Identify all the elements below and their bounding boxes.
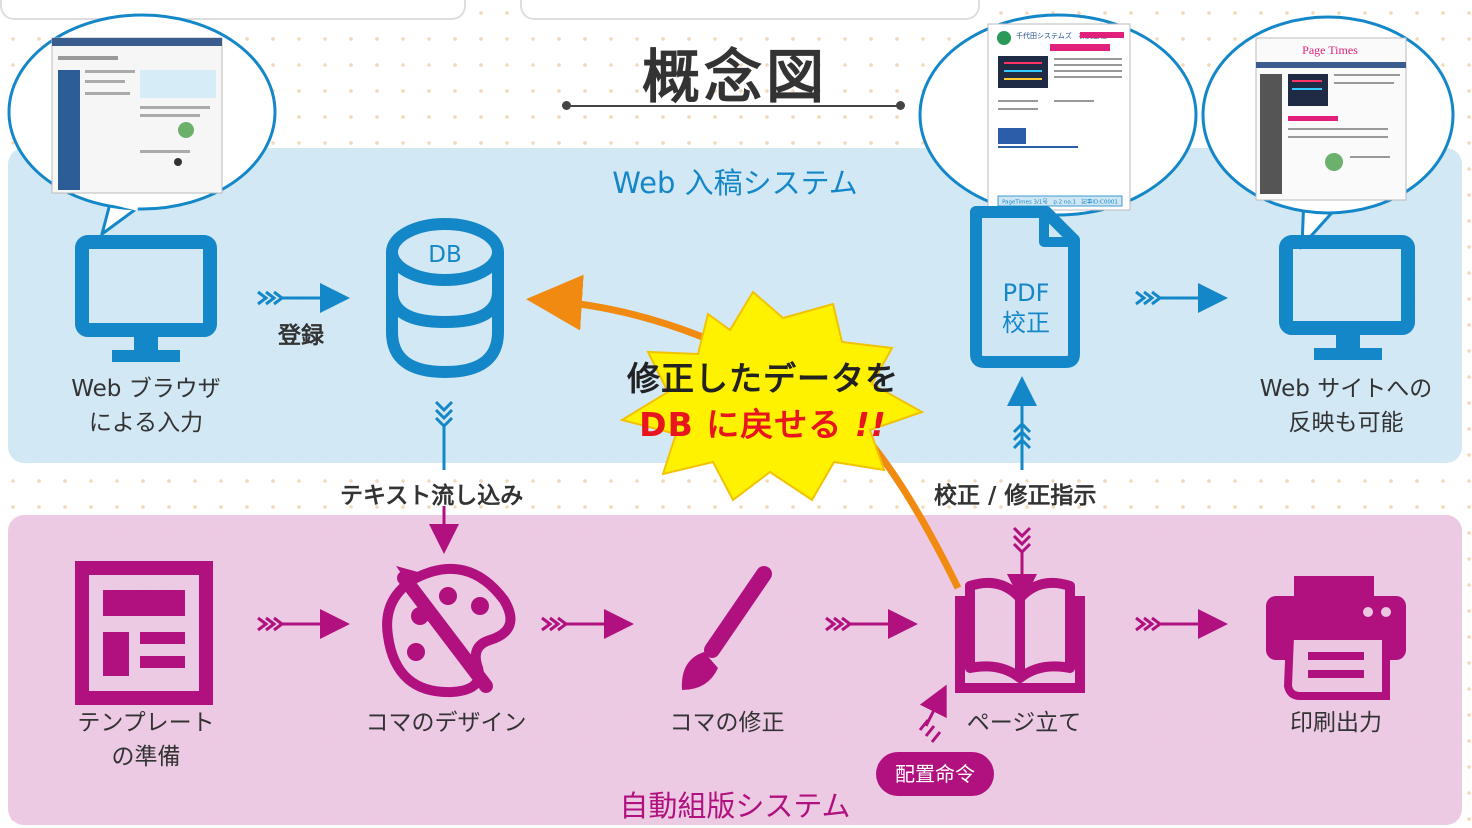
print-output-label: 印刷出力 (1290, 710, 1382, 736)
title-rule-dot-right (896, 101, 905, 110)
highlight-line1: 修正したデータを (627, 359, 899, 398)
website-label: Web サイトへの 反映も可能 (1236, 372, 1456, 440)
highlight-exclaim: !! (854, 405, 887, 444)
arrow-template-to-design (257, 609, 350, 639)
pdf-document-icon (970, 206, 1080, 368)
website-monitor-icon (1279, 235, 1415, 360)
top-tab-right (520, 0, 980, 20)
website-bubble: Page Times (1201, 15, 1455, 251)
website-screenshot-thumbnail: Page Times (1255, 37, 1407, 201)
web-system-title: Web 入稿システム (612, 166, 858, 200)
auto-system-title: 自動組版システム (619, 789, 851, 823)
arrow-db-down (429, 400, 459, 554)
pdf-thumb-header: 千代田システムズ 株式会社 (1016, 31, 1107, 40)
web-thumb-header: Page Times (1302, 43, 1358, 57)
template-icon (75, 561, 213, 705)
title-rule-dot-left (562, 101, 571, 110)
koma-fix-label: コマの修正 (669, 710, 785, 736)
website-line1: Web サイトへの (1259, 376, 1433, 402)
browser-bubble (7, 13, 277, 238)
database-icon (386, 218, 504, 379)
auto-system-band (8, 515, 1462, 825)
browser-screenshot-thumbnail (51, 37, 223, 194)
arrow-fix-to-page (825, 609, 918, 639)
highlight-line2: DB に戻せる !! (618, 402, 908, 448)
title-underline (568, 105, 898, 107)
browser-input-line2: による入力 (88, 410, 204, 436)
pdf-label: PDF 校正 (976, 278, 1076, 338)
top-tab-left (0, 0, 466, 20)
pdf-bubble: 千代田システムズ 株式会社 PageTimes 3/1号 p.2 no.1 記事… (918, 13, 1198, 251)
arrow-register (257, 283, 350, 313)
template-line2: の準備 (111, 744, 181, 770)
highlight-text: 修正したデータを DB に戻せる !! (618, 356, 908, 448)
printer-icon (1266, 576, 1406, 700)
db-label: DB (428, 242, 462, 268)
template-line1: テンプレート (77, 710, 215, 736)
highlight-db: DB (639, 405, 694, 444)
pdf-label-line2: 校正 (1002, 309, 1050, 337)
placement-command-badge: 配置命令 (876, 752, 994, 796)
pdf-screenshot-thumbnail: 千代田システムズ 株式会社 PageTimes 3/1号 p.2 no.1 記事… (987, 23, 1131, 211)
page-title: 概念図 (641, 43, 828, 111)
register-label: 登録 (278, 323, 324, 349)
highlight-burst (619, 290, 925, 502)
arrow-proof-up (1007, 376, 1037, 470)
template-label: テンプレート の準備 (36, 706, 256, 774)
brush-icon (681, 566, 772, 690)
highlight-return: に戻せる (706, 405, 843, 444)
arrow-pdf-to-website (1135, 283, 1228, 313)
koma-design-label: コマのデザイン (365, 710, 527, 736)
open-book-icon (955, 578, 1085, 693)
arrow-placement (918, 684, 947, 743)
arrow-proof-down (1007, 526, 1037, 604)
page-layout-label: ページ立て (966, 710, 1082, 736)
pdf-label-line1: PDF (1002, 279, 1050, 307)
arrow-page-to-print (1135, 609, 1228, 639)
text-flow-label: テキスト流し込み (340, 483, 524, 509)
website-line2: 反映も可能 (1288, 410, 1404, 436)
browser-input-line1: Web ブラウザ (71, 376, 221, 402)
arrow-design-to-fix (541, 609, 634, 639)
palette-brush-icon (382, 563, 516, 698)
browser-input-label: Web ブラウザ による入力 (36, 372, 256, 440)
browser-monitor-icon (75, 235, 217, 362)
pdf-thumb-footer: PageTimes 3/1号 p.2 no.1 記事ID:C0001 (1002, 198, 1118, 206)
proof-instruction-label: 校正 / 修正指示 (934, 483, 1097, 509)
